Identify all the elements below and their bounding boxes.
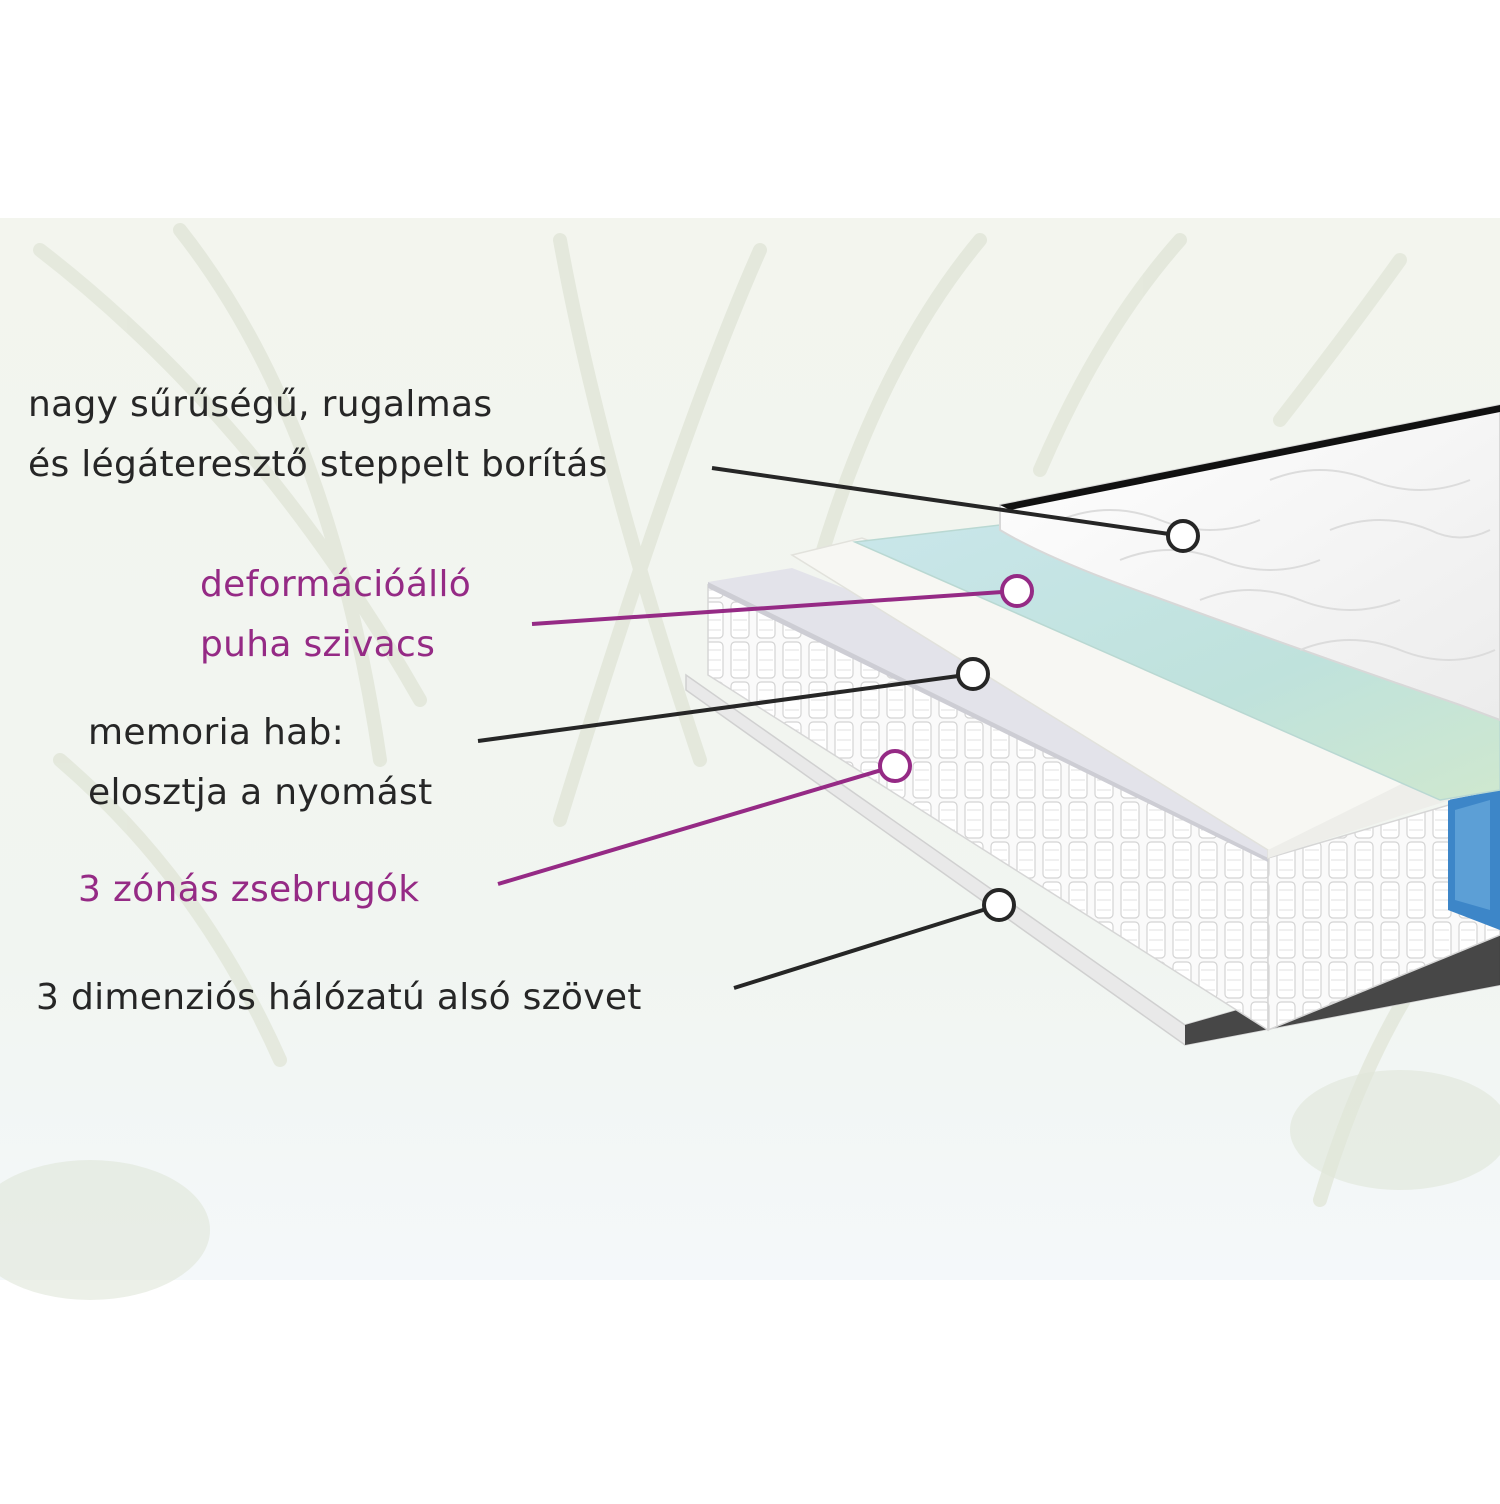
label-line: 3 zónás zsebrugók [78, 869, 420, 910]
marker-ring-cover [1166, 519, 1200, 553]
leader-line-memory-foam [477, 672, 974, 743]
leader-line-soft-foam [531, 589, 1018, 626]
quilted-cover-layer [999, 403, 1500, 722]
label-pocket-springs: 3 zónás zsebrugók [78, 860, 419, 920]
label-cover: nagy sűrűségű, rugalmas és légáteresztő s… [28, 375, 608, 495]
label-memory-foam: memoria hab: elosztja a nyomást [88, 703, 433, 823]
label-line: puha szivacs [200, 624, 436, 665]
marker-ring-soft-foam [1000, 574, 1034, 608]
label-line: deformációálló [200, 564, 472, 605]
label-line: és légáteresztő steppelt borítás [28, 444, 608, 485]
label-bottom-fabric: 3 dimenziós hálózatú alsó szövet [36, 968, 642, 1028]
label-line: memoria hab: [88, 712, 345, 753]
marker-ring-memory-foam [956, 657, 990, 691]
label-soft-foam: deformációálló puha szivacs [200, 555, 471, 675]
leader-line-cover [711, 466, 1184, 538]
label-line: 3 dimenziós hálózatú alsó szövet [36, 977, 642, 1018]
marker-ring-pocket-springs [878, 749, 912, 783]
marker-ring-bottom-fabric [982, 888, 1016, 922]
label-line: nagy sűrűségű, rugalmas [28, 384, 493, 425]
leader-lines [477, 466, 1200, 990]
leader-line-pocket-springs [497, 764, 896, 886]
pocket-springs-layer [707, 583, 1500, 1032]
leader-line-bottom-fabric [733, 903, 1000, 990]
label-line: elosztja a nyomást [88, 772, 433, 813]
